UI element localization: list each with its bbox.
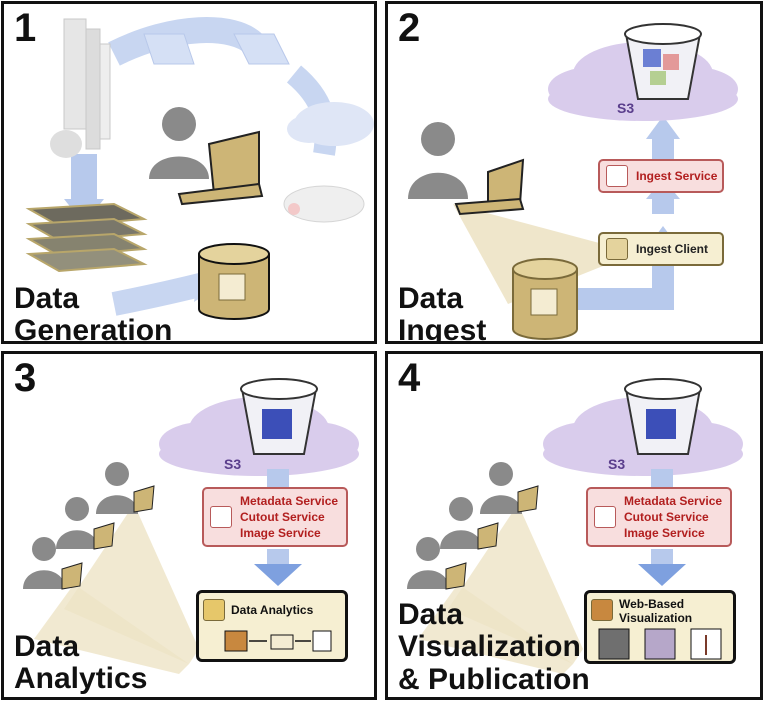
- mouse-icon: [283, 185, 365, 223]
- person-icon: [23, 537, 65, 589]
- services-box: Metadata Service Cutout Service Image Se…: [202, 487, 348, 547]
- panel-data-ingest: S3 Ingest Service Ingest Client 2 Data I…: [385, 1, 763, 344]
- s3-label: S3: [608, 456, 626, 472]
- database-icon: [198, 243, 270, 320]
- person-icon: [440, 497, 482, 549]
- person-icon: [407, 537, 449, 589]
- service-label: Cutout Service: [240, 509, 325, 524]
- ingest-service-box: Ingest Service: [598, 159, 724, 193]
- ingest-client-box: Ingest Client: [598, 232, 724, 266]
- visualization-icon: [591, 599, 613, 621]
- laptop-icon: [445, 485, 539, 590]
- bucket-icon: [624, 378, 702, 455]
- panel-title-line: Generation: [14, 314, 173, 344]
- panel-data-generation: 1 Data Generation: [1, 1, 377, 344]
- python-icon: [203, 599, 225, 621]
- person-icon: [149, 107, 209, 179]
- panel-title: Data Ingest: [398, 282, 487, 344]
- panel-title-line: Data: [14, 630, 80, 663]
- panel-title: Data Visualization & Publication: [398, 598, 590, 696]
- laptop-icon: [454, 158, 525, 216]
- service-label: Image Service: [240, 526, 321, 541]
- panel-number: 3: [14, 356, 37, 400]
- s3-label: S3: [224, 456, 242, 472]
- service-label: Metadata Service: [240, 493, 339, 508]
- ingest-client-label: Ingest Client: [636, 242, 709, 256]
- panel-number: 2: [398, 6, 421, 50]
- network-icon: [606, 165, 628, 187]
- panel-title: Data Generation: [14, 282, 173, 344]
- panel-title-line: Ingest: [398, 314, 487, 344]
- data-visualization-illustration: [407, 378, 743, 674]
- data-analytics-illustration: [23, 378, 359, 674]
- person-icon: [408, 122, 468, 199]
- panel-title-line: & Publication: [398, 662, 590, 696]
- visualization-thumbnails-icon: [598, 628, 722, 660]
- brain-cloud-icon: [287, 102, 374, 146]
- panel-number: 4: [398, 356, 421, 400]
- bucket-icon: [240, 378, 318, 455]
- web-visualization-line: Web-Based: [619, 597, 685, 611]
- microscope-icon: [50, 18, 111, 158]
- services-list: Metadata Service Cutout Service Image Se…: [240, 493, 338, 542]
- web-visualization-label: Web-Based Visualization: [619, 597, 692, 626]
- panel-title-line: Analytics: [14, 662, 148, 696]
- laptop-icon: [61, 485, 155, 590]
- data-generation-illustration: [25, 17, 374, 320]
- panel-title: Data Analytics: [14, 630, 148, 696]
- network-icon: [594, 506, 616, 528]
- laptop-icon: [177, 130, 264, 206]
- person-icon: [56, 497, 98, 549]
- bucket-icon: [624, 23, 702, 100]
- data-analytics-label: Data Analytics: [231, 603, 314, 617]
- services-list: Metadata Service Cutout Service Image Se…: [624, 493, 722, 542]
- client-icon: [606, 238, 628, 260]
- services-box: Metadata Service Cutout Service Image Se…: [586, 487, 732, 547]
- network-icon: [210, 506, 232, 528]
- s3-label: S3: [617, 100, 635, 116]
- panel-title-line: Data: [14, 282, 80, 315]
- panel-data-visualization: S3 Metadata Service Cutout Service Image…: [385, 351, 763, 700]
- image-stack-icon: [143, 33, 290, 65]
- data-analytics-box: Data Analytics: [196, 590, 348, 662]
- panel-title-line: Data: [398, 282, 464, 315]
- ingest-service-label: Ingest Service: [636, 168, 718, 183]
- panel-number: 1: [14, 6, 37, 50]
- em-tile-stack-icon: [25, 202, 148, 273]
- service-label: Image Service: [624, 526, 705, 541]
- panel-data-analytics: S3 Metadata Service Cutout Service Image…: [1, 351, 377, 700]
- service-label: Cutout Service: [624, 509, 709, 524]
- service-label: Metadata Service: [624, 493, 723, 508]
- analytics-pipeline-icon: [224, 630, 332, 652]
- web-visualization-line: Visualization: [619, 611, 693, 626]
- database-icon: [512, 258, 578, 340]
- web-visualization-box: Web-Based Visualization: [584, 590, 736, 664]
- person-icon: [96, 462, 138, 514]
- person-icon: [480, 462, 522, 514]
- panel-title-line: Visualization: [398, 630, 581, 664]
- panel-title-line: Data: [398, 598, 464, 631]
